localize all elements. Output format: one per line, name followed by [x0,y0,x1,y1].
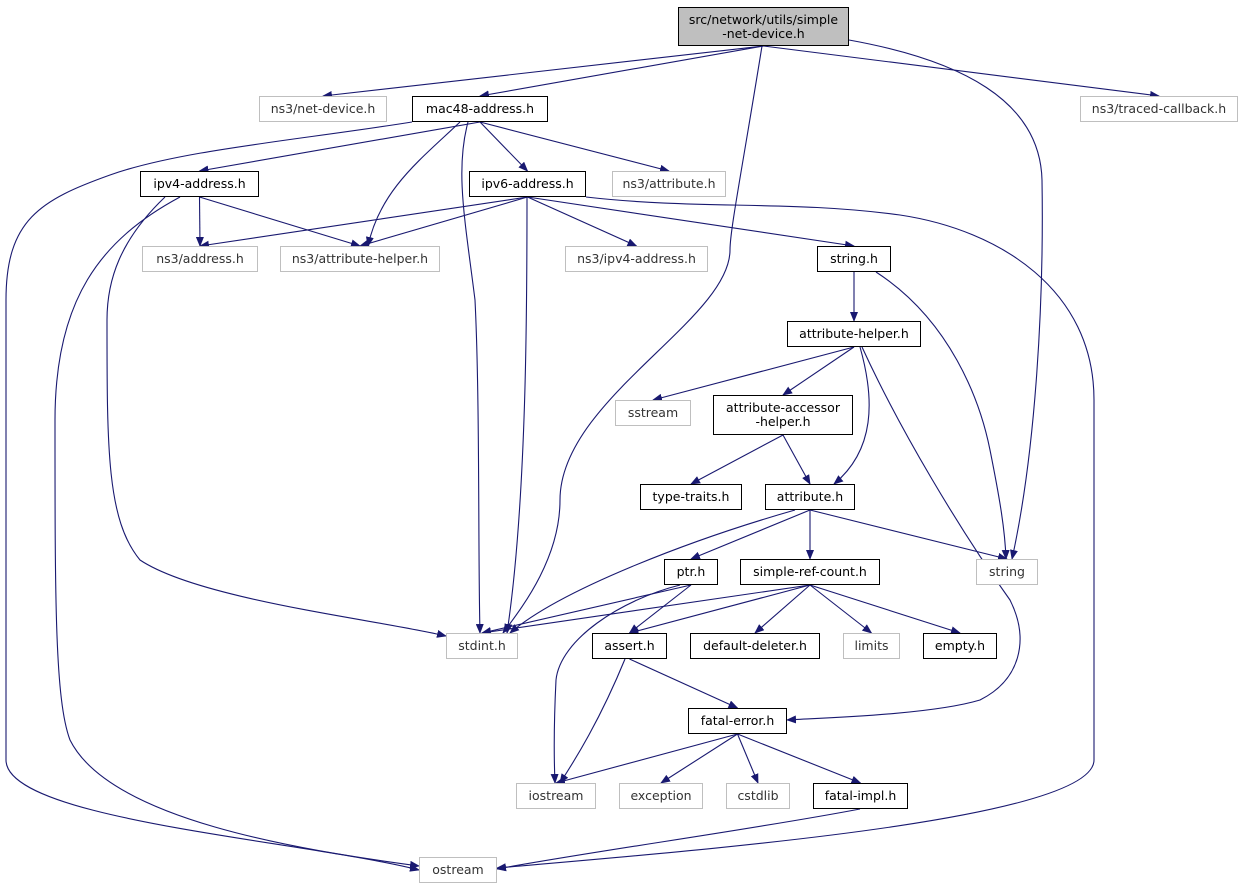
node-attribute-h[interactable]: attribute.h [765,484,855,510]
node-ns3-ipv4-address-h: ns3/ipv4-address.h [565,246,708,272]
node-ns3-attribute-h: ns3/attribute.h [612,171,726,197]
edge-attribute_h-to-stdint [509,509,796,634]
edge-fatal_error-to-fatal_impl [737,733,862,784]
edge-fatal_error-to-exception [660,733,738,784]
edge-attribute_helper-to-fatal_error [786,346,1021,724]
node-sstream: sstream [615,400,691,426]
edge-attribute_accessor_helper-to-attribute_h [782,434,811,485]
node-assert-h[interactable]: assert.h [592,633,667,659]
edge-mac48_address-to-ns3_attribute [479,121,670,173]
edge-assert-to-iostream [559,658,626,784]
dependency-edges [5,39,1160,872]
edge-assert-to-fatal_error [629,658,739,709]
edge-mac48_address-to-ostream [5,121,420,872]
edge-ipv6_address-to-ostream [496,196,1095,872]
node-string-h[interactable]: string.h [817,246,891,272]
edge-root-to-ns3_traced_callback [763,45,1160,99]
edge-ipv4_address-to-stdint [106,196,447,638]
edge-attribute_helper-to-attribute_accessor_helper [782,346,855,396]
edge-attribute_helper-to-attribute_h [833,346,870,485]
edge-fatal_error-to-cstdlib [736,733,759,784]
edge-simple_ref_count-to-stdint [481,584,811,636]
edge-simple_ref_count-to-assert [628,584,811,635]
node-ptr-h[interactable]: ptr.h [664,559,718,585]
node-empty-h[interactable]: empty.h [923,633,997,659]
node-exception: exception [619,783,703,809]
edge-ipv4_address-to-ostream [54,196,420,869]
edge-mac48_address-to-ns3_attribute_helper [365,121,461,247]
node-fatal-error-h[interactable]: fatal-error.h [688,708,787,734]
edge-attribute_accessor_helper-to-type_traits [690,434,784,485]
edge-attribute_helper-to-sstream [652,346,855,402]
edge-root-to-string [848,39,1043,560]
node-string: string [976,559,1038,585]
edge-root-to-ns3_net_device [322,45,764,99]
node-ipv4-address-h[interactable]: ipv4-address.h [140,171,259,197]
node-ns3-attribute-helper-h: ns3/attribute-helper.h [280,246,440,272]
edge-simple_ref_count-to-empty [809,584,961,635]
node-attribute-helper-h[interactable]: attribute-helper.h [787,321,921,347]
edge-ipv4_address-to-ns3_attribute_helper [199,196,361,248]
node-fatal-impl-h[interactable]: fatal-impl.h [813,783,908,809]
node-mac48-address-h[interactable]: mac48-address.h [412,96,548,122]
node-ns3-traced-callback-h: ns3/traced-callback.h [1080,96,1238,122]
node-default-deleter-h[interactable]: default-deleter.h [690,633,820,659]
node-ipv6-address-h[interactable]: ipv6-address.h [469,171,586,197]
node-attribute-accessor-helper-h[interactable]: attribute-accessor -helper.h [713,395,853,435]
edge-ipv4_address-to-ns3_address [195,196,204,247]
edge-root-to-mac48_address [479,45,764,99]
edge-ipv6_address-to-string_h [527,196,855,249]
node-cstdlib: cstdlib [726,783,790,809]
edge-attribute_h-to-string [809,509,1008,561]
edge-root-to-stdint [502,45,763,634]
edge-ptr-to-iostream [550,584,681,784]
node-simple-ref-count-h[interactable]: simple-ref-count.h [740,559,880,585]
node-ns3-net-device-h: ns3/net-device.h [259,96,387,122]
edge-ipv6_address-to-stdint [504,196,528,634]
node-limits: limits [843,633,900,659]
node-stdint-h: stdint.h [446,633,518,659]
edge-simple_ref_count-to-limits [809,584,873,634]
edge-mac48_address-to-ipv6_address [479,121,529,172]
node-type-traits-h[interactable]: type-traits.h [640,484,742,510]
edge-ptr-to-assert [628,584,692,634]
edge-ptr-to-stdint [481,584,692,635]
edge-string_h-to-string [875,271,1010,560]
edge-mac48_address-to-ipv4_address [198,121,481,174]
edge-fatal_error-to-iostream [555,733,738,785]
edge-fatal_impl-to-ostream [496,808,861,872]
edge-mac48_address-to-stdint [461,121,484,634]
edge-ipv6_address-to-ns3_ipv4_address [527,196,638,247]
edge-ipv6_address-to-ns3_address [199,196,528,249]
node-ostream: ostream [419,857,497,883]
root-node-simple-net-device-h: src/network/utils/simple -net-device.h [678,7,849,46]
edge-ipv6_address-to-ns3_attribute_helper [359,196,528,248]
edge-simple_ref_count-to-default_deleter [754,584,811,634]
edge-attribute_h-to-ptr [690,509,811,560]
node-iostream: iostream [516,783,596,809]
node-ns3-address-h: ns3/address.h [142,246,258,272]
